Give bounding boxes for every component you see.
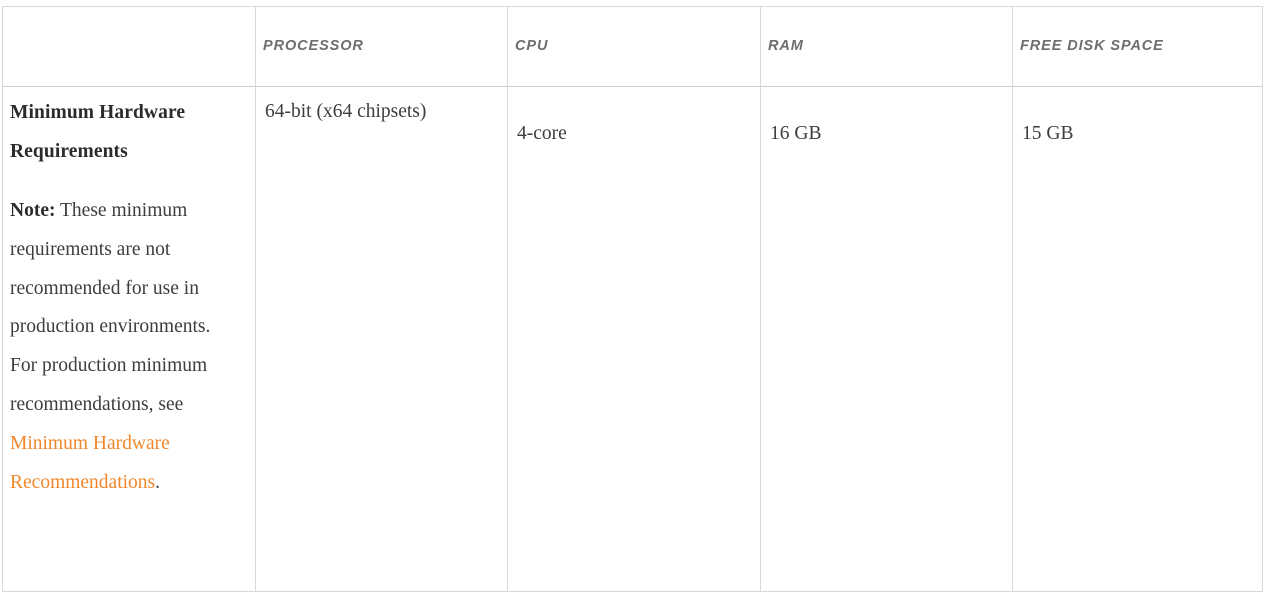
column-header-blank-inner [3, 7, 255, 85]
table-header-row: PROCESSOR CPU RAM FREE DISK SPACE [2, 6, 1263, 87]
cell-cpu-inner: 4-core [508, 87, 760, 164]
table-body: Minimum Hardware Requirements Note: Thes… [2, 86, 1263, 592]
cell-ram-inner: 16 GB [761, 87, 1012, 164]
hardware-requirements-table: PROCESSOR CPU RAM FREE DISK SPACE [2, 6, 1263, 592]
cell-ram: 16 GB [760, 86, 1013, 592]
cell-cpu-value: 4-core [517, 123, 567, 144]
note-body-before-link: These minimum requirements are not recom… [10, 200, 211, 415]
column-header-processor-label: PROCESSOR [263, 38, 364, 54]
note-body-after-link: . [155, 471, 161, 493]
cell-processor-value: 64-bit (x64 chipsets) [265, 101, 427, 122]
cell-row-title-inner: Minimum Hardware Requirements Note: Thes… [3, 87, 255, 512]
column-header-ram-label: RAM [768, 38, 804, 54]
column-header-ram-inner: RAM [761, 7, 1012, 85]
column-header-blank [2, 6, 256, 87]
column-header-free-disk-space: FREE DISK SPACE [1012, 6, 1263, 87]
column-header-processor: PROCESSOR [255, 6, 508, 87]
cell-row-title: Minimum Hardware Requirements Note: Thes… [2, 86, 256, 592]
column-header-cpu: CPU [507, 6, 761, 87]
row-note-paragraph: Note: These minimum requirements are not… [10, 192, 246, 502]
table-header: PROCESSOR CPU RAM FREE DISK SPACE [2, 6, 1263, 87]
cell-cpu: 4-core [507, 86, 761, 592]
column-header-ram: RAM [760, 6, 1013, 87]
cell-ram-value: 16 GB [770, 123, 822, 144]
column-header-free-disk-space-inner: FREE DISK SPACE [1013, 7, 1262, 85]
column-header-cpu-inner: CPU [508, 7, 760, 85]
cell-free-disk-space: 15 GB [1012, 86, 1263, 592]
cell-free-disk-space-value: 15 GB [1022, 123, 1074, 144]
cell-processor: 64-bit (x64 chipsets) [255, 86, 508, 592]
note-label: Note: [10, 200, 56, 221]
cell-processor-inner: 64-bit (x64 chipsets) [256, 87, 507, 142]
cell-free-disk-space-inner: 15 GB [1013, 87, 1262, 164]
column-header-cpu-label: CPU [515, 38, 549, 54]
column-header-processor-inner: PROCESSOR [256, 7, 507, 85]
column-header-free-disk-space-label: FREE DISK SPACE [1020, 38, 1164, 54]
table-row: Minimum Hardware Requirements Note: Thes… [2, 86, 1263, 592]
minimum-hardware-recommendations-link[interactable]: Minimum Hardware Recommendations [10, 432, 170, 493]
row-title-text: Minimum Hardware Requirements [10, 102, 186, 162]
